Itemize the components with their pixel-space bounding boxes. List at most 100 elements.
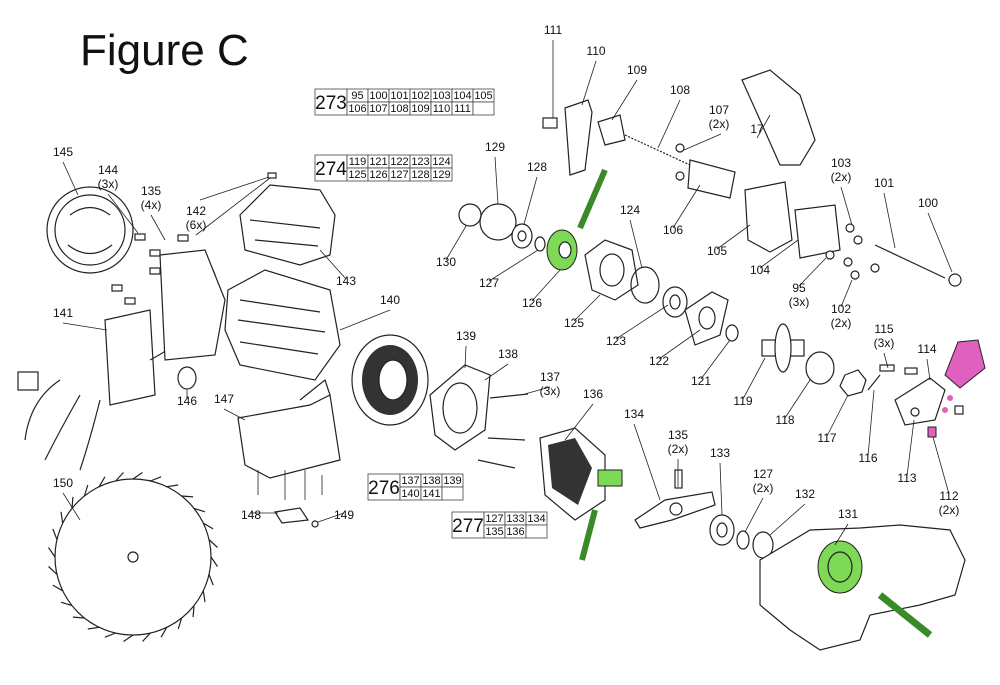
part-label: 134 [624, 407, 644, 421]
part-label: 103 [831, 156, 851, 170]
part-109-clip [597, 114, 626, 146]
part-106-lock-pin [687, 159, 736, 199]
part-150-saw-blade [48, 472, 218, 642]
part-123-bearing [662, 286, 688, 318]
part-110-lock-lever [564, 99, 593, 176]
part-label: 108 [670, 83, 690, 97]
part-label: (3x) [540, 384, 561, 398]
part-label: 117 [817, 431, 836, 445]
part-label: 129 [485, 140, 505, 154]
kit-group-part: 127 [485, 513, 503, 525]
part-label: 127 [479, 276, 499, 290]
part-139-stator [351, 334, 429, 426]
part-143-housing-top [239, 184, 336, 266]
part-label: 101 [874, 176, 894, 190]
part-122-retainer-plate [684, 291, 729, 346]
part-label: 107 [709, 103, 729, 117]
part-label: (2x) [939, 503, 960, 517]
kit-group-id: 274 [315, 159, 347, 180]
kit-group-part: 138 [422, 475, 440, 487]
part-147-bracket [237, 378, 341, 479]
kit-group-part: 109 [411, 103, 429, 115]
part-label: 115 [874, 322, 893, 336]
part-100-nut [948, 273, 962, 287]
part-label: 144 [98, 163, 118, 177]
part-label: 139 [456, 329, 476, 343]
part-105-bracket [744, 181, 793, 253]
kit-group-id: 276 [368, 478, 400, 499]
kit-group-part: 121 [369, 156, 387, 168]
kit-group-id: 277 [452, 516, 484, 537]
part-label: 140 [380, 293, 400, 307]
part-label: 118 [775, 413, 794, 427]
kit-group-part: 129 [432, 169, 450, 181]
part-label: 130 [436, 255, 456, 269]
part-107-screw [675, 143, 685, 153]
part-label: 150 [53, 476, 73, 490]
kit-group-part: 110 [433, 103, 451, 115]
part-label: 109 [627, 63, 647, 77]
part-124-o-ring [630, 266, 660, 304]
part-label: 123 [606, 334, 626, 348]
kit-group-part: 137 [401, 475, 419, 487]
kit-group-id: 273 [315, 93, 347, 114]
part-112-spring [927, 426, 937, 438]
part-label: 128 [527, 160, 547, 174]
kit-group-part: 127 [390, 169, 408, 181]
part-116-bolt [867, 374, 881, 391]
part-135-screw [674, 469, 683, 489]
part-131-gear-case [759, 524, 966, 651]
part-119-spindle [761, 323, 805, 373]
part-label: (2x) [668, 442, 689, 456]
part-127-retaining-ring [736, 530, 750, 550]
part-label: 132 [795, 487, 815, 501]
part-136-armature [539, 427, 623, 561]
part-label: 136 [583, 387, 603, 401]
kit-group-part: 124 [432, 156, 450, 168]
part-label: (2x) [831, 316, 852, 330]
part-101-bolt [874, 244, 946, 279]
part-label: 17 [750, 122, 764, 136]
kit-group-part: 134 [527, 513, 545, 525]
kit-group-part: 139 [443, 475, 461, 487]
part-138-baffle [429, 364, 491, 451]
part-label: (3x) [874, 336, 895, 350]
part-label: 133 [710, 446, 730, 460]
part-number-labels: 111110109108107(2x)17145144(3x)135(4x)14… [53, 23, 959, 522]
part-label: (3x) [789, 295, 810, 309]
part-label: 149 [334, 508, 354, 522]
part-label: 104 [750, 263, 770, 277]
part-screws-left [111, 172, 277, 305]
part-108-spring [624, 134, 691, 166]
part-label: 105 [707, 244, 727, 258]
part-134-bracket-plate [634, 491, 716, 529]
part-145-cover-ring [46, 186, 134, 274]
part-label: 137 [540, 370, 560, 384]
kit-group-part: 100 [369, 90, 387, 102]
part-label: 119 [733, 394, 752, 408]
part-118-flange [805, 351, 835, 385]
kit-group-part: 125 [348, 169, 366, 181]
part-label: 148 [241, 508, 261, 522]
part-label: (2x) [709, 117, 730, 131]
part-label: 142 [186, 204, 206, 218]
part-130-ring [458, 203, 482, 227]
part-label: 143 [336, 274, 356, 288]
figure-title: Figure C [80, 26, 249, 75]
part-label: 95 [792, 281, 806, 295]
kit-group-part: 107 [369, 103, 387, 115]
kit-group-part: 105 [474, 90, 492, 102]
part-115-screw [879, 364, 895, 372]
part-137-screws [477, 393, 529, 469]
part-117-nut [839, 369, 867, 397]
part-17-guard-plate [741, 69, 816, 166]
part-127-ring-upper [534, 236, 546, 252]
part-label: 102 [831, 302, 851, 316]
kit-group-part: 133 [506, 513, 524, 525]
